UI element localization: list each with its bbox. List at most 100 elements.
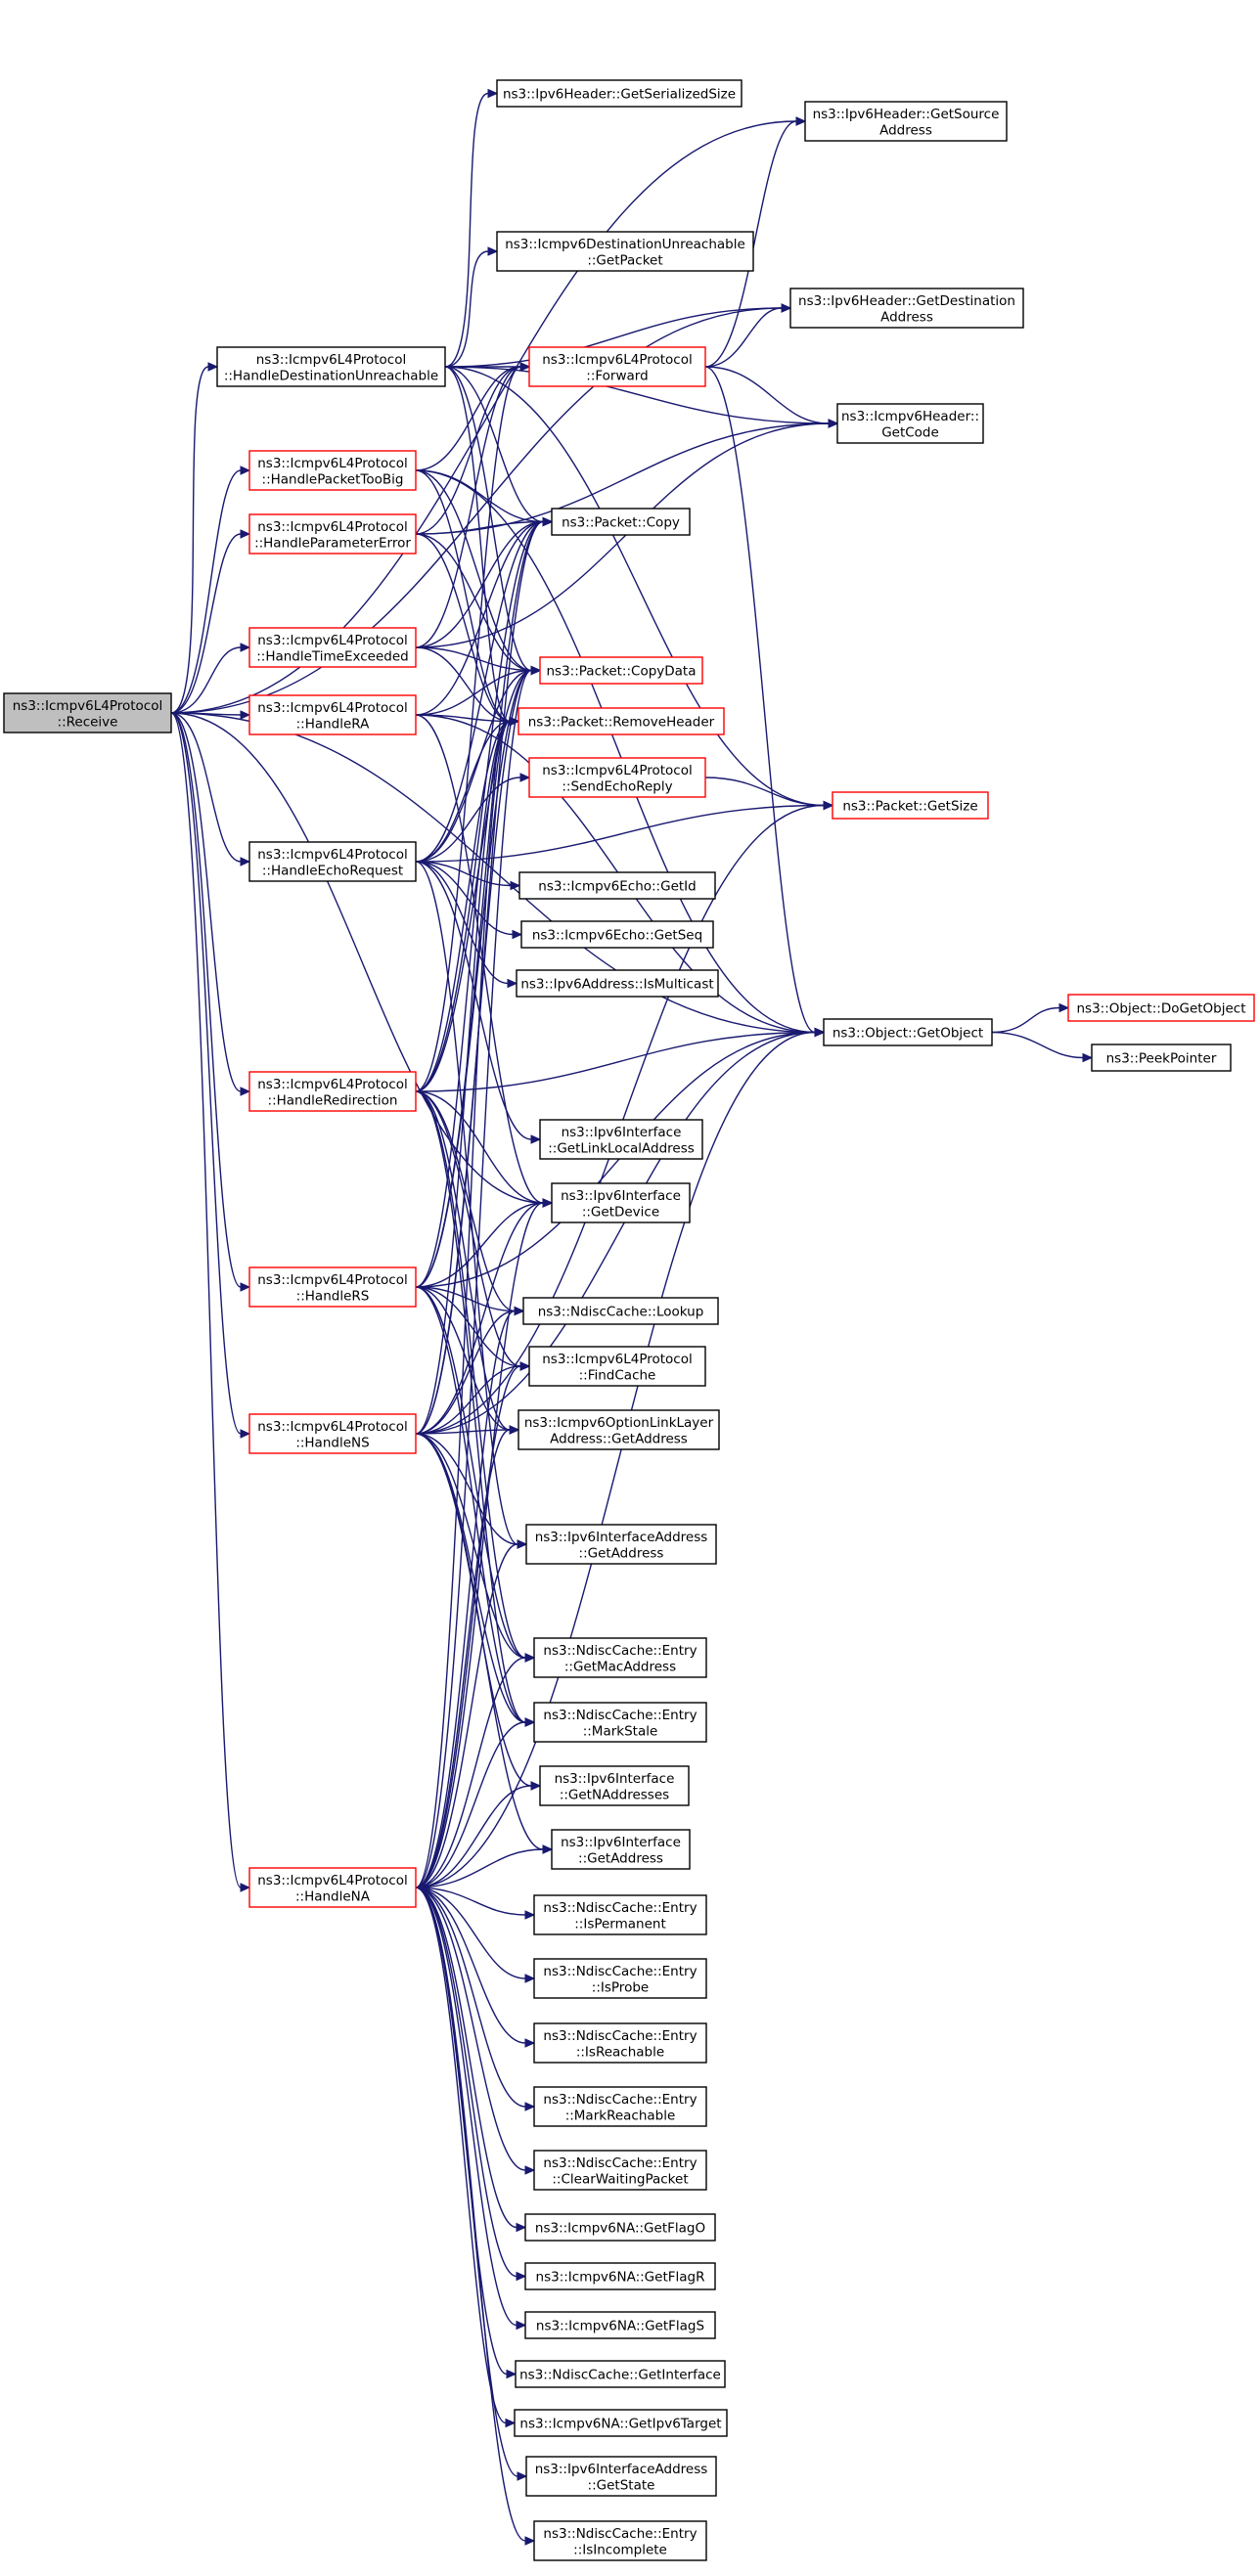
node-box: [248, 841, 417, 882]
node-handle-param-error[interactable]: ns3::Icmpv6L4Protocol::HandleParameterEr…: [248, 513, 417, 555]
node-entry-mark-stale[interactable]: ns3::NdiscCache::Entry::MarkStale: [533, 1702, 707, 1743]
node-box: [539, 656, 703, 685]
node-handle-ns[interactable]: ns3::Icmpv6L4Protocol::HandleNS: [248, 1413, 417, 1454]
node-label: ::HandleTimeExceeded: [256, 648, 409, 664]
call-edge: [704, 303, 792, 368]
node-label: ::GetAddress: [579, 1545, 664, 1561]
node-label: ns3::Packet::CopyData: [546, 664, 696, 680]
node-box: [528, 1346, 706, 1387]
node-packet-copy-data[interactable]: ns3::Packet::CopyData: [539, 656, 703, 685]
call-edge: [170, 466, 251, 714]
call-edge: [415, 716, 520, 1288]
node-entry-is-permanent[interactable]: ns3::NdiscCache::Entry::IsPermanent: [533, 1894, 707, 1935]
node-ifaceaddr-get-state[interactable]: ns3::Ipv6InterfaceAddress::GetState: [525, 2456, 717, 2497]
node-na-get-flag-o[interactable]: ns3::Icmpv6NA::GetFlagO: [524, 2213, 716, 2242]
node-handle-ra[interactable]: ns3::Icmpv6L4Protocol::HandleRA: [248, 694, 417, 735]
node-na-get-target[interactable]: ns3::Icmpv6NA::GetIpv6Target: [514, 2409, 728, 2437]
node-label: ns3::Icmpv6L4Protocol: [257, 519, 408, 535]
node-ipv6addr-is-multicast[interactable]: ns3::Ipv6Address::IsMulticast: [516, 969, 719, 998]
call-edge: [415, 1539, 528, 1888]
node-label: ::HandleNS: [295, 1435, 369, 1450]
node-ipv6h-serialized-size[interactable]: ns3::Ipv6Header::GetSerializedSize: [496, 79, 742, 108]
node-iface-get-naddresses[interactable]: ns3::Ipv6Interface::GetNAddresses: [539, 1765, 690, 1806]
node-send-echo-reply[interactable]: ns3::Icmpv6L4Protocol::SendEchoReply: [528, 757, 706, 798]
node-forward[interactable]: ns3::Icmpv6L4Protocol::Forward: [528, 346, 706, 387]
node-label: ::GetDevice: [582, 1204, 659, 1220]
call-edge: [704, 366, 839, 428]
node-object-get-object[interactable]: ns3::Object::GetObject: [823, 1018, 993, 1046]
node-ifaceaddr-get-address[interactable]: ns3::Ipv6InterfaceAddress::GetAddress: [525, 1524, 717, 1565]
node-handle-time-exceeded[interactable]: ns3::Icmpv6L4Protocol::HandleTimeExceede…: [248, 627, 417, 668]
node-box: [836, 403, 984, 444]
node-entry-clear-waiting[interactable]: ns3::NdiscCache::Entry::ClearWaitingPack…: [533, 2150, 707, 2191]
node-label: ::MarkStale: [583, 1723, 658, 1739]
node-iface-get-device[interactable]: ns3::Ipv6Interface::GetDevice: [551, 1182, 691, 1223]
node-label: ns3::Icmpv6L4Protocol: [256, 352, 407, 368]
node-peek-pointer[interactable]: ns3::PeekPointer: [1091, 1044, 1232, 1072]
call-edge: [991, 1031, 1094, 1063]
call-edge: [415, 362, 531, 648]
call-edge: [415, 716, 520, 1888]
node-na-get-flag-s[interactable]: ns3::Icmpv6NA::GetFlagS: [524, 2311, 716, 2339]
node-ndisc-lookup[interactable]: ns3::NdiscCache::Lookup: [522, 1297, 719, 1325]
node-echo-get-id[interactable]: ns3::Icmpv6Echo::GetId: [518, 871, 716, 900]
node-label: ::HandleNA: [295, 1888, 371, 1904]
call-edge: [415, 1717, 536, 1888]
node-iface-link-local[interactable]: ns3::Ipv6Interface::GetLinkLocalAddress: [539, 1119, 703, 1160]
node-box: [533, 2150, 707, 2191]
node-na-get-flag-r[interactable]: ns3::Icmpv6NA::GetFlagR: [524, 2262, 716, 2290]
call-edge: [444, 88, 499, 368]
node-label: ns3::NdiscCache::Lookup: [538, 1305, 704, 1320]
node-entry-is-reachable[interactable]: ns3::NdiscCache::Entry::IsReachable: [533, 2022, 707, 2064]
node-echo-get-seq[interactable]: ns3::Icmpv6Echo::GetSeq: [520, 920, 714, 949]
node-opt-linklayer-get-address[interactable]: ns3::Icmpv6OptionLinkLayerAddress::GetAd…: [518, 1409, 720, 1450]
node-handle-packet-too-big[interactable]: ns3::Icmpv6L4Protocol::HandlePacketTooBi…: [248, 450, 417, 491]
node-handle-dest-unreach[interactable]: ns3::Icmpv6L4Protocol::HandleDestination…: [216, 346, 446, 387]
node-dest-unreach-get-packet[interactable]: ns3::Icmpv6DestinationUnreachable::GetPa…: [496, 231, 754, 272]
node-box: [524, 2311, 716, 2339]
call-edge: [170, 712, 251, 866]
node-entry-get-mac[interactable]: ns3::NdiscCache::Entry::GetMacAddress: [533, 1637, 707, 1678]
node-label: ns3::NdiscCache::Entry: [543, 2092, 697, 2108]
node-box: [514, 2409, 728, 2437]
node-box: [248, 627, 417, 668]
node-box: [1091, 1044, 1232, 1072]
call-edge: [415, 1198, 554, 1888]
node-box: [248, 1071, 417, 1112]
node-handle-na[interactable]: ns3::Icmpv6L4Protocol::HandleNA: [248, 1867, 417, 1908]
node-label: ns3::Icmpv6L4Protocol: [257, 847, 408, 863]
node-entry-mark-reachable[interactable]: ns3::NdiscCache::Entry::MarkReachable: [533, 2086, 707, 2127]
node-packet-remove-header[interactable]: ns3::Packet::RemoveHeader: [518, 707, 725, 735]
node-box: [524, 2213, 716, 2242]
call-edge: [170, 712, 251, 1439]
node-box: [551, 508, 691, 536]
node-label: ns3::Icmpv6NA::GetFlagR: [536, 2270, 705, 2286]
node-box: [525, 2456, 717, 2497]
node-box: [804, 101, 1008, 142]
node-entry-is-probe[interactable]: ns3::NdiscCache::Entry::IsProbe: [533, 1958, 707, 1999]
node-label: ns3::Icmpv6L4Protocol: [542, 763, 693, 778]
node-iface-get-address[interactable]: ns3::Ipv6Interface::GetAddress: [551, 1829, 691, 1870]
node-object-do-get-object[interactable]: ns3::Object::DoGetObject: [1067, 994, 1255, 1022]
node-handle-echo-request[interactable]: ns3::Icmpv6L4Protocol::HandleEchoRequest: [248, 841, 417, 882]
node-find-cache[interactable]: ns3::Icmpv6L4Protocol::FindCache: [528, 1346, 706, 1387]
node-box: [533, 1637, 707, 1678]
node-packet-copy[interactable]: ns3::Packet::Copy: [551, 508, 691, 536]
node-handle-redirection[interactable]: ns3::Icmpv6L4Protocol::HandleRedirection: [248, 1071, 417, 1112]
node-packet-get-size[interactable]: ns3::Packet::GetSize: [832, 791, 989, 820]
node-box: [248, 1266, 417, 1308]
call-edge: [704, 116, 807, 368]
node-label: ns3::Icmpv6NA::GetIpv6Target: [519, 2417, 721, 2432]
node-entry-is-incomplete[interactable]: ns3::NdiscCache::Entry::IsIncomplete: [533, 2520, 707, 2561]
node-label: ::HandleDestinationUnreachable: [224, 368, 438, 383]
node-handle-rs[interactable]: ns3::Icmpv6L4Protocol::HandleRS: [248, 1266, 417, 1308]
call-edge: [415, 665, 542, 863]
node-receive[interactable]: ns3::Icmpv6L4Protocol::Receive: [3, 692, 172, 733]
node-icmpv6h-get-code[interactable]: ns3::Icmpv6Header::GetCode: [836, 403, 984, 444]
call-edge: [415, 1887, 527, 2331]
node-label: ::MarkReachable: [565, 2108, 676, 2123]
node-ndisc-get-interface[interactable]: ns3::NdiscCache::GetInterface: [515, 2360, 726, 2388]
